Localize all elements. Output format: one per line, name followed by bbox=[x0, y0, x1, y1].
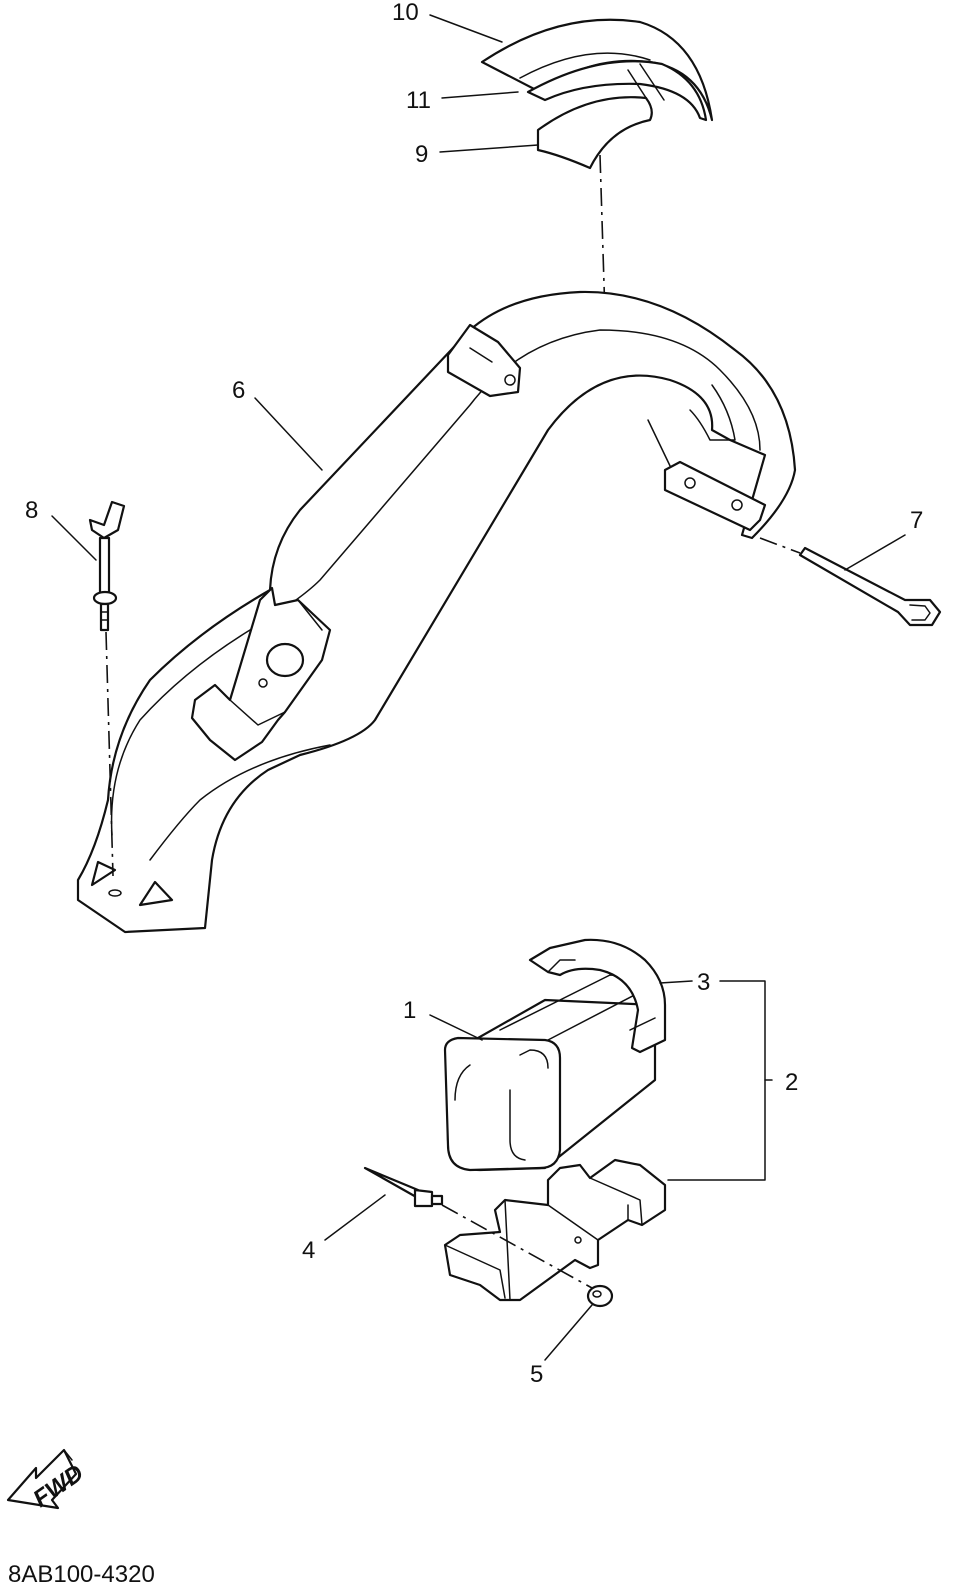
callout-11: 11 bbox=[406, 87, 431, 114]
battery-box bbox=[443, 938, 667, 1172]
callout-2: 2 bbox=[785, 1069, 798, 1096]
callout-numbers: 10 11 9 6 8 7 3 1 2 4 5 bbox=[25, 0, 923, 1388]
callout-10: 10 bbox=[392, 0, 419, 26]
rear-fender bbox=[76, 290, 797, 934]
fwd-direction-arrow: FWD bbox=[6, 1448, 89, 1513]
callout-1: 1 bbox=[403, 997, 416, 1024]
wing-bolt-8 bbox=[88, 500, 126, 877]
callout-8: 8 bbox=[25, 497, 38, 524]
callout-3: 3 bbox=[697, 969, 710, 996]
callout-5: 5 bbox=[530, 1361, 543, 1388]
callout-9: 9 bbox=[415, 141, 428, 168]
diagram-code: 8AB100-4320 bbox=[8, 1561, 155, 1586]
callout-4: 4 bbox=[302, 1237, 315, 1264]
pin-7 bbox=[759, 537, 942, 627]
emblem-9 bbox=[536, 96, 653, 170]
nut-5 bbox=[586, 1284, 614, 1308]
leader-lines bbox=[51, 14, 906, 1361]
callout-7: 7 bbox=[910, 507, 923, 534]
callout-6: 6 bbox=[232, 377, 245, 404]
alignment-line-decal bbox=[599, 154, 608, 381]
rivet-4 bbox=[363, 1166, 593, 1289]
battery-holder bbox=[443, 1158, 667, 1302]
